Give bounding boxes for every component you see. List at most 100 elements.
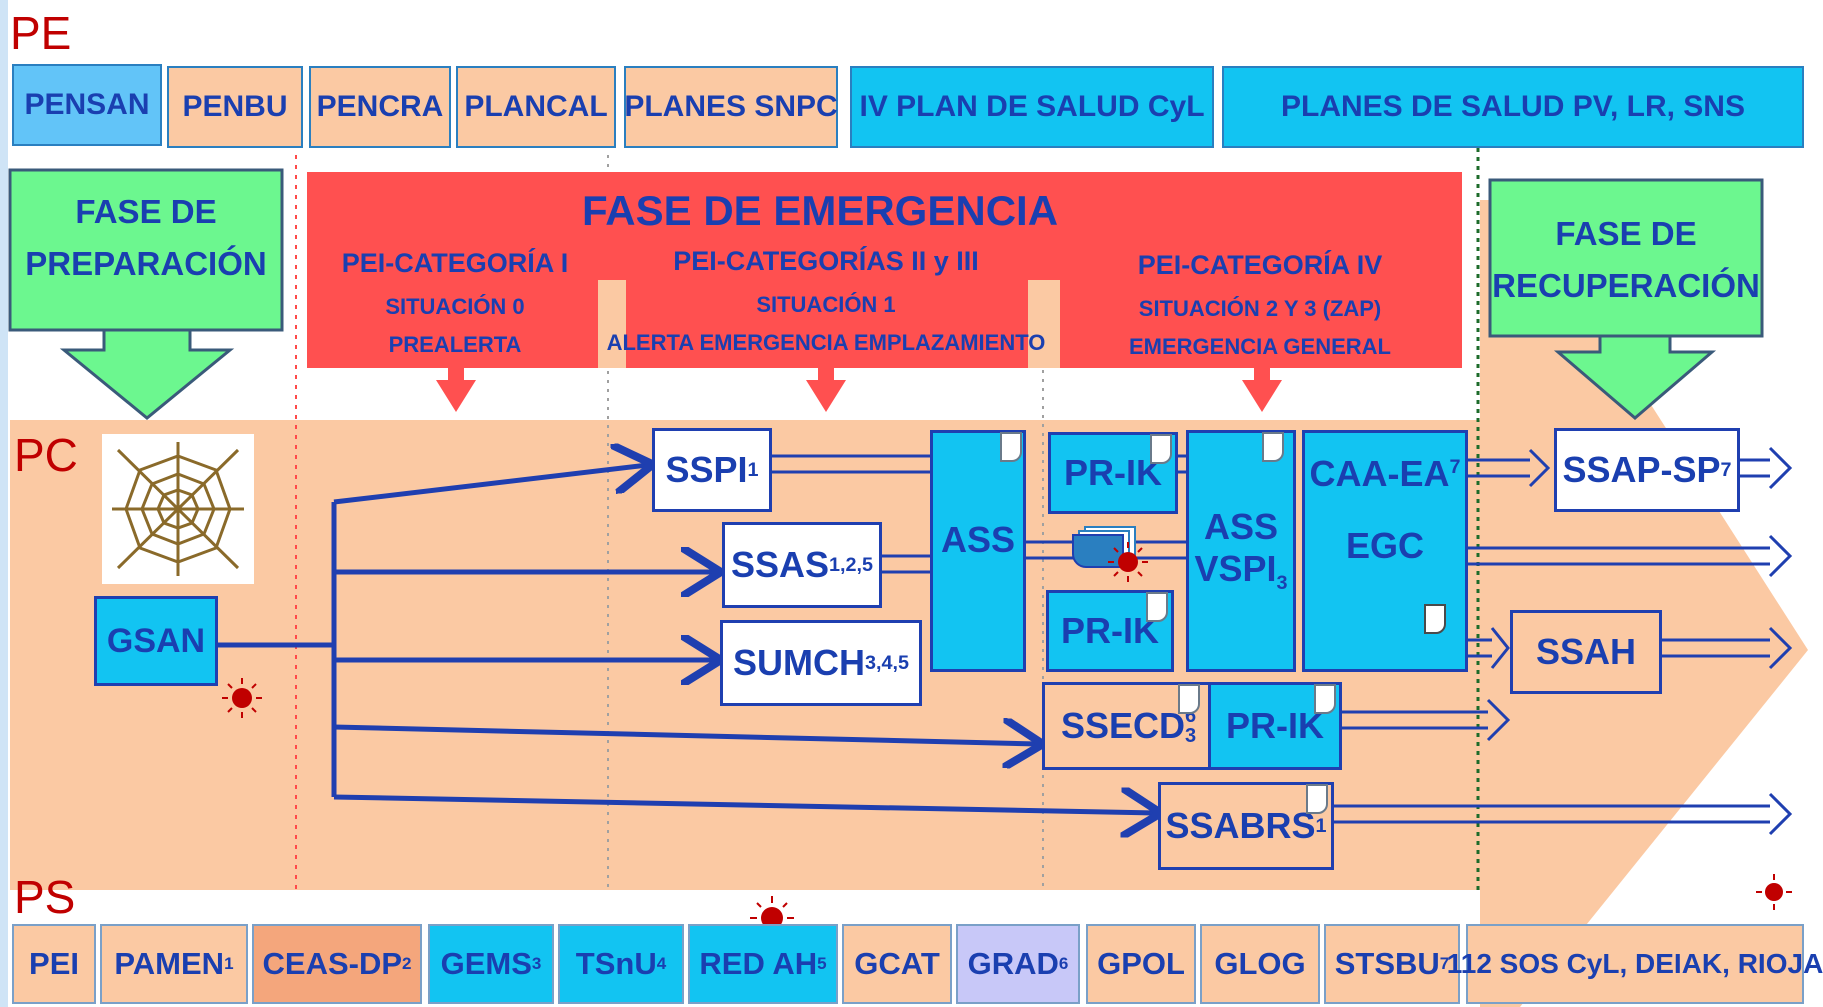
plan-planes-snpc: PLANES SNPC — [624, 66, 838, 148]
ass-vspi-line2: VSPI — [1194, 548, 1277, 590]
red-arrow-1-stem — [448, 368, 464, 382]
document-icon — [1262, 432, 1284, 462]
system-ceas-dp-sup: 2 — [402, 954, 412, 973]
layer-label-pe: PE — [10, 7, 72, 59]
link-ssabrs — [333, 797, 1156, 813]
flow-ssah-out-head — [1768, 626, 1793, 670]
ssabrs-sup: 1 — [1315, 814, 1327, 837]
flow-ssabrs-out — [1334, 804, 1770, 824]
system-grad-sup: 6 — [1058, 954, 1069, 973]
system-112-sos: 112 SOS CyL, DEIAK, RIOJA — [1447, 924, 1823, 1004]
system-red-ah-sup: 5 — [817, 954, 827, 973]
flow-ssah-out — [1662, 638, 1770, 658]
flow-caa-ssah-head — [1490, 627, 1510, 669]
ssap-sup: 7 — [1720, 458, 1732, 481]
recovery-arrow-icon — [1553, 334, 1717, 420]
left-edge-strip — [0, 0, 8, 1007]
system-gems-label: GEMS — [440, 946, 532, 981]
document-icon — [1314, 684, 1336, 714]
emergency-gap-2 — [1028, 280, 1060, 368]
layer-label-pc: PC — [14, 429, 78, 481]
system-tsnu-label: TSnU — [575, 946, 657, 981]
category-3-title: PEI-CATEGORÍA IV — [1137, 249, 1383, 280]
document-icon — [1178, 684, 1200, 714]
ssas-label: SSAS — [730, 544, 830, 585]
preparation-box — [8, 168, 284, 332]
document-icon — [1150, 434, 1172, 464]
prik-node-1: PR-IK — [1048, 432, 1178, 514]
red-arrow-2 — [806, 380, 846, 412]
caa-line2: EGC — [1345, 525, 1424, 566]
category-3-line1: SITUACIÓN 2 Y 3 (ZAP) — [1138, 296, 1382, 321]
system-pei: PEI — [12, 924, 96, 1004]
system-stsbu-sup: 7 — [1439, 954, 1450, 973]
sspi-label: SSPI — [665, 449, 748, 490]
ssap-label: SSAP-SP — [1562, 449, 1721, 490]
document-icon — [1306, 784, 1328, 814]
document-icon — [1424, 604, 1446, 634]
flow-sspi-ass — [772, 454, 930, 474]
plan-pencra: PENCRA — [309, 66, 451, 148]
system-112-sos-label: 112 SOS CyL, DEIAK, RIOJA — [1446, 948, 1823, 979]
ass-vspi-line2-wrap: VSPI3 — [1194, 548, 1287, 595]
system-red-ah-label: RED AH — [699, 946, 818, 981]
ssecd-sup: 6 — [1185, 705, 1197, 727]
recovery-box — [1488, 178, 1764, 338]
layer-label-ps: PS — [14, 871, 76, 923]
ssabrs-label: SSABRS — [1165, 805, 1316, 846]
ass-vspi-sub: 3 — [1276, 572, 1288, 595]
prik-node-3: PR-IK — [1208, 682, 1342, 770]
system-tsnu-sup: 4 — [656, 954, 667, 973]
document-icon — [1000, 432, 1022, 462]
caa-line1-wrap: CAA-EA7 — [1309, 453, 1460, 495]
category-1-line1: SITUACIÓN 0 — [385, 294, 525, 319]
flow-caa-ssap — [1466, 458, 1530, 478]
category-1-title: PEI-CATEGORÍA I — [341, 247, 569, 278]
category-1-line2: PREALERTA — [388, 332, 522, 357]
system-pamen-sup: 1 — [224, 954, 234, 973]
alert-burst-icon — [1756, 874, 1792, 910]
system-gcat-label: GCAT — [854, 946, 940, 981]
link-ssecd — [333, 727, 1038, 744]
ssas-sup: 1,2,5 — [829, 553, 874, 576]
flow-caa-out — [1466, 546, 1770, 566]
flow-prik-ass2 — [1178, 454, 1186, 474]
system-glog: GLOG — [1200, 924, 1320, 1004]
preparation-line2: PREPARACIÓN — [25, 245, 267, 282]
flow-caa-ssah — [1466, 638, 1492, 658]
system-gpol: GPOL — [1086, 924, 1196, 1004]
flow-prik3-out-head — [1486, 698, 1511, 742]
category-2-line1: SITUACIÓN 1 — [756, 292, 896, 317]
caa-sup: 7 — [1449, 456, 1461, 478]
flow-ssap-out-head — [1768, 446, 1793, 490]
flow-caa-out-head — [1768, 534, 1793, 578]
flow-caa-ssap-head — [1528, 448, 1551, 488]
plan-penbu: PENBU — [167, 66, 303, 148]
ass-vspi-line1: ASS — [1203, 506, 1279, 548]
system-stsbu-label: STSBU — [1334, 946, 1440, 981]
ssah-node: SSAH — [1510, 610, 1662, 694]
system-ceas-dp-label: CEAS-DP — [262, 946, 403, 981]
recovery-line1: FASE DE — [1555, 215, 1697, 252]
sumch-sup: 3,4,5 — [865, 651, 909, 674]
emergency-title: FASE DE EMERGENCIA — [581, 187, 1059, 234]
system-gpol-label: GPOL — [1097, 946, 1185, 981]
document-icon — [1146, 592, 1168, 622]
sspi-sup: 1 — [747, 458, 759, 481]
red-arrow-2-stem — [818, 368, 834, 382]
spider-web-icon — [102, 434, 254, 584]
system-gems-sup: 3 — [531, 954, 542, 973]
system-grad-label: GRAD — [967, 946, 1059, 981]
emergency-box — [307, 172, 1462, 368]
